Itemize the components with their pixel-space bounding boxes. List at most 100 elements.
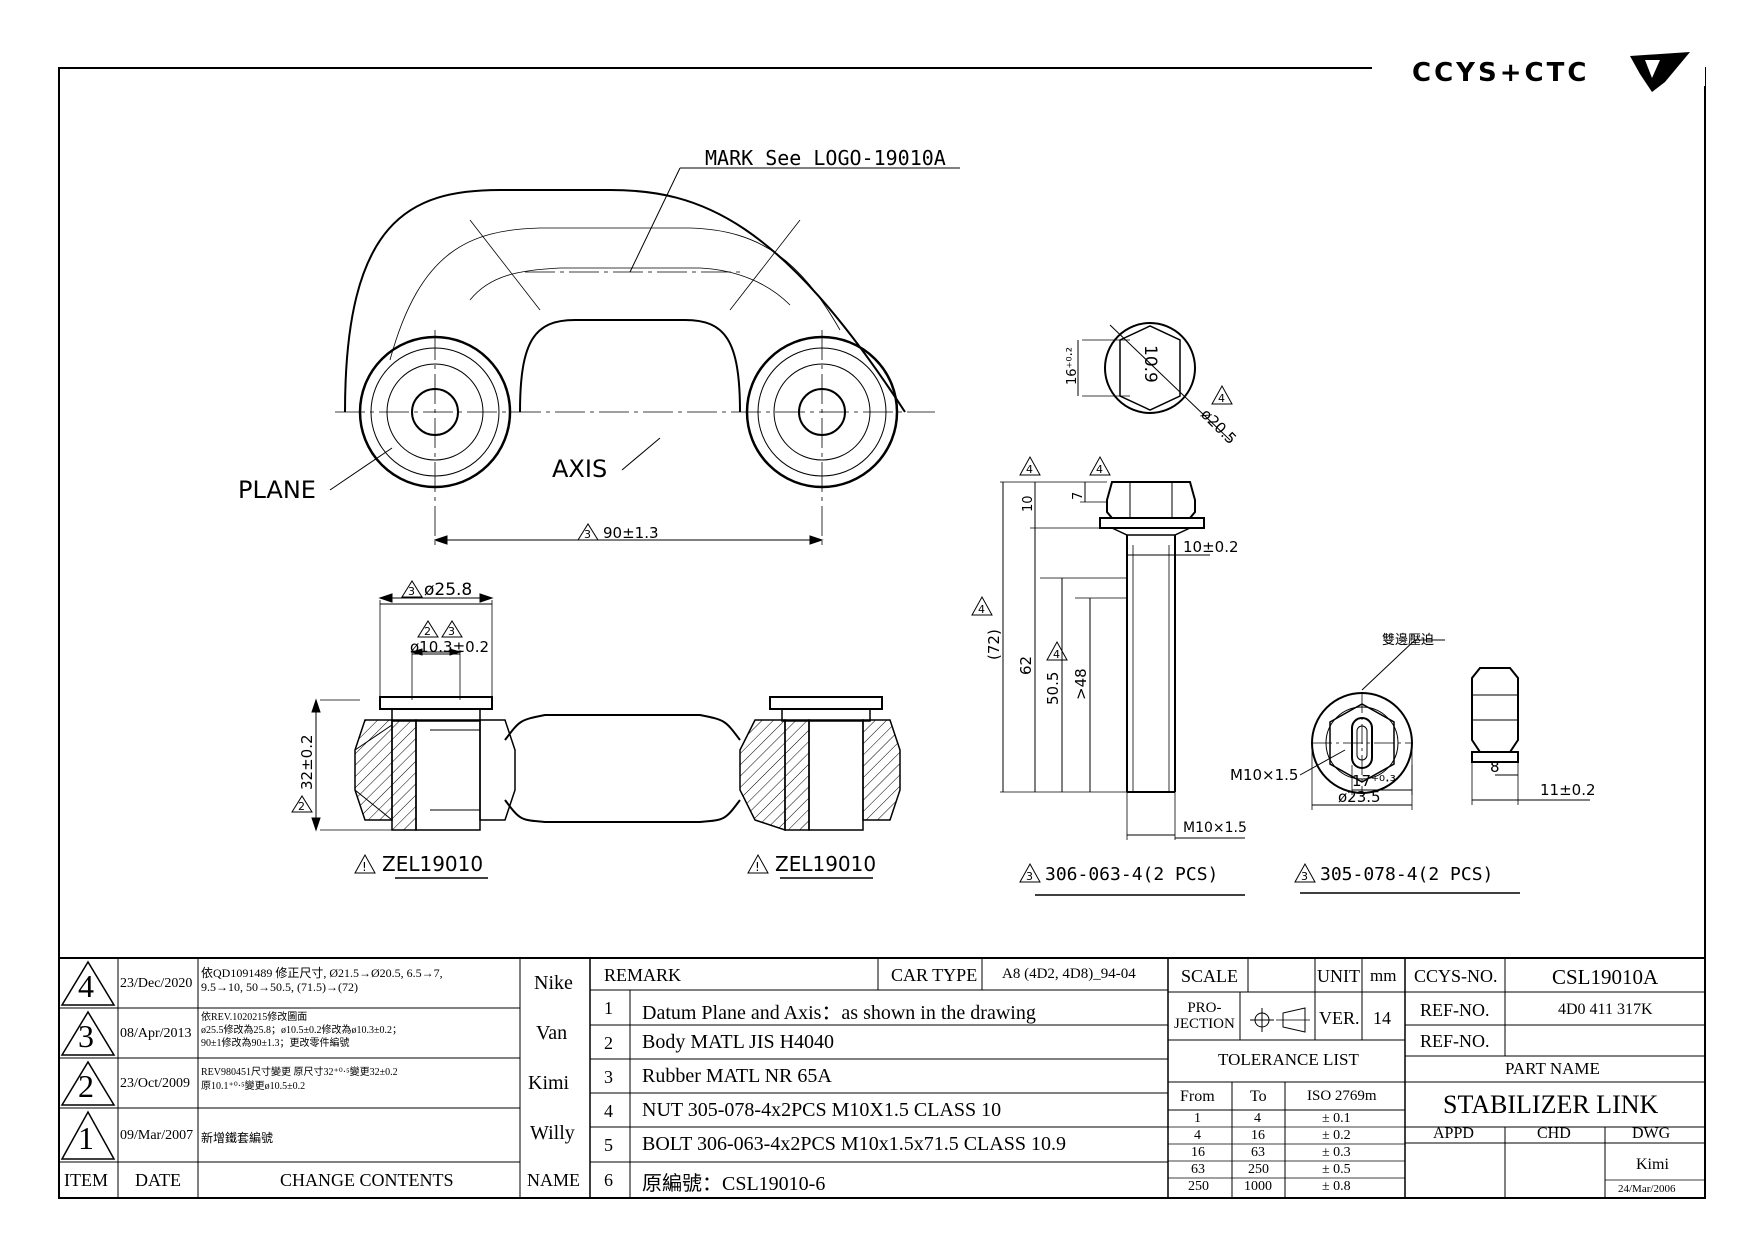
rev-name: Kimi bbox=[528, 1072, 570, 1094]
rev-date: 09/Mar/2007 bbox=[120, 1128, 194, 1143]
rev-content: 依QD1091489 修正尺寸, Ø21.5→Ø20.5, 6.5→7,9.5→… bbox=[201, 966, 443, 994]
axis-label: AXIS bbox=[552, 455, 607, 483]
unit-value: mm bbox=[1370, 966, 1397, 985]
rev-item: 2 bbox=[78, 1068, 94, 1104]
unit-label: UNIT bbox=[1317, 966, 1360, 986]
rev-date: 23/Oct/2009 bbox=[120, 1076, 190, 1091]
nut-side-view bbox=[1471, 667, 1590, 805]
remark-text: BOLT 306-063-4x2PCS M10x1.5x71.5 CLASS 1… bbox=[642, 1133, 1066, 1155]
rev-triangle-4d: 4 bbox=[971, 595, 993, 616]
tol-to: 1000 bbox=[1244, 1179, 1272, 1194]
remark-text: Datum Plane and Axis：as shown in the dra… bbox=[642, 1002, 1036, 1024]
rev-item: 3 bbox=[78, 1018, 94, 1054]
nut-part-number: 305-078-4(2 PCS) bbox=[1320, 864, 1493, 885]
dim-62: 62 bbox=[1017, 656, 1035, 675]
rev-item: 4 bbox=[78, 968, 94, 1004]
dim-32: 32±0.2 bbox=[298, 734, 316, 790]
bolt-thread: M10×1.5 bbox=[1183, 820, 1247, 836]
car-type-label: CAR TYPE bbox=[891, 965, 978, 985]
svg-text:4: 4 bbox=[1053, 648, 1060, 661]
car-type-value: A8 (4D2, 4D8)_94-04 bbox=[1002, 966, 1136, 982]
rev-header-contents: CHANGE CONTENTS bbox=[280, 1170, 454, 1190]
rev-triangle-4e: 4 bbox=[1046, 640, 1068, 661]
svg-text:3: 3 bbox=[584, 528, 591, 541]
remark-text: NUT 305-078-4x2PCS M10X1.5 CLASS 10 bbox=[642, 1099, 1002, 1121]
link-top-view bbox=[329, 167, 960, 545]
svg-text:4: 4 bbox=[1096, 463, 1103, 476]
remark-text: Body MATL JIS H4040 bbox=[642, 1031, 835, 1053]
ccys-label: CCYS-NO. bbox=[1414, 966, 1498, 986]
drawn-date: 24/Mar/2006 bbox=[1618, 1183, 1676, 1195]
rev-item: 1 bbox=[78, 1120, 94, 1156]
zel-label-right: ZEL19010 bbox=[775, 852, 876, 876]
tolerance-label: TOLERANCE LIST bbox=[1218, 1050, 1359, 1069]
tol-from: 63 bbox=[1191, 1162, 1205, 1177]
remark-num: 1 bbox=[604, 998, 613, 1018]
tol-to: 4 bbox=[1254, 1111, 1261, 1126]
dim-50-5: 50.5 bbox=[1044, 672, 1062, 705]
tol-value: ± 0.1 bbox=[1322, 1111, 1351, 1126]
dim-11: 11±0.2 bbox=[1540, 781, 1596, 799]
rev-header-name: NAME bbox=[527, 1170, 580, 1190]
rev-triangle-2b: 2 bbox=[291, 795, 313, 813]
remark-text: Rubber MATL NR 65A bbox=[642, 1065, 832, 1087]
chd-label: CHD bbox=[1537, 1125, 1571, 1142]
rev-date: 23/Dec/2020 bbox=[120, 976, 193, 991]
dim-10: 10 bbox=[1021, 495, 1036, 512]
svg-text:3: 3 bbox=[1026, 870, 1033, 883]
dim-8: 8 bbox=[1490, 758, 1500, 776]
remark-num: 4 bbox=[604, 1101, 613, 1121]
ver-value: 14 bbox=[1373, 1008, 1391, 1028]
rev-triangle-3d: 3 bbox=[1019, 862, 1041, 883]
company-logo: CCYS+CTC bbox=[1412, 52, 1690, 92]
rev-triangle-3a: 3 bbox=[577, 523, 599, 541]
title-block-grid bbox=[58, 957, 1706, 1199]
part-name-label: PART NAME bbox=[1505, 1059, 1600, 1078]
tol-to: 16 bbox=[1251, 1128, 1265, 1143]
revision-symbols bbox=[60, 960, 116, 1160]
remark-num: 3 bbox=[604, 1067, 613, 1087]
tol-value: ± 0.2 bbox=[1322, 1128, 1351, 1143]
link-section-view bbox=[311, 593, 901, 879]
dim-48: >48 bbox=[1072, 668, 1090, 700]
rev-triangle-3e: 3 bbox=[1294, 862, 1316, 883]
remark-label: REMARK bbox=[604, 965, 682, 985]
tol-value: ± 0.5 bbox=[1322, 1162, 1351, 1177]
remark-num: 2 bbox=[604, 1033, 613, 1053]
tol-head-to: To bbox=[1250, 1088, 1267, 1105]
rev-header-date: DATE bbox=[135, 1170, 181, 1190]
dim-72: (72) bbox=[985, 629, 1003, 660]
scale-label: SCALE bbox=[1181, 966, 1239, 986]
svg-text:2: 2 bbox=[424, 625, 431, 638]
nut-top-view bbox=[1299, 639, 1520, 894]
dim-16: 16⁺⁰·² bbox=[1065, 347, 1080, 385]
dim-25-8: ø25.8 bbox=[424, 580, 472, 600]
bolt-part-number: 306-063-4(2 PCS) bbox=[1045, 864, 1218, 885]
svg-text:4: 4 bbox=[978, 603, 985, 616]
remark-num: 6 bbox=[604, 1170, 613, 1190]
ver-label: VER. bbox=[1319, 1008, 1360, 1028]
plane-label: PLANE bbox=[238, 476, 316, 504]
svg-text:3: 3 bbox=[448, 625, 455, 638]
bolt-side-view bbox=[1000, 481, 1245, 896]
tol-from: 16 bbox=[1191, 1145, 1205, 1160]
projection-label: PRO- JECTION bbox=[1174, 1000, 1235, 1032]
zel-label-left: ZEL19010 bbox=[382, 852, 483, 876]
dim-90: 90±1.3 bbox=[603, 524, 659, 542]
rev-triangle-4a: 4 bbox=[1211, 384, 1233, 405]
mark-note: MARK See LOGO-19010A bbox=[705, 146, 946, 170]
rev-triangle-4b: 4 bbox=[1019, 455, 1041, 476]
rev-triangle-3c: 3 bbox=[441, 620, 463, 638]
ccys-number: CSL19010A bbox=[1552, 965, 1659, 989]
rev-triangle-2a: 2 bbox=[417, 620, 439, 638]
rev-content: 新增鐵套編號 bbox=[201, 1131, 274, 1145]
svg-text:3: 3 bbox=[1301, 870, 1308, 883]
dim-10-0-2: 10±0.2 bbox=[1183, 538, 1239, 556]
rev-name: Willy bbox=[530, 1122, 575, 1144]
tol-value: ± 0.3 bbox=[1322, 1145, 1351, 1160]
drawn-by: Kimi bbox=[1636, 1156, 1669, 1173]
tol-from: 1 bbox=[1194, 1111, 1201, 1126]
